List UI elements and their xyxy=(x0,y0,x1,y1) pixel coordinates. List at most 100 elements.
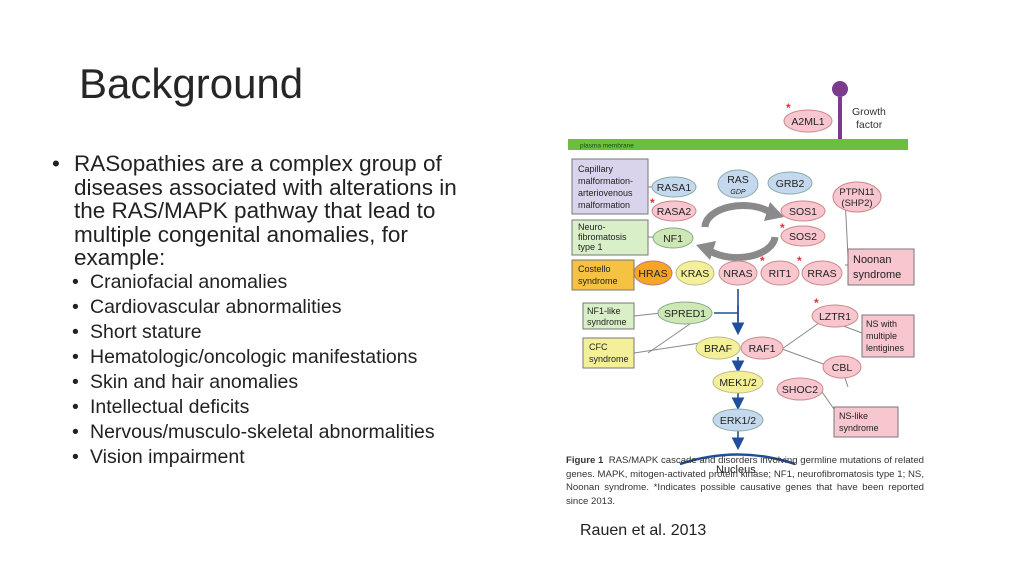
growth-factor-label: factor xyxy=(856,119,883,131)
node-raf1 xyxy=(740,336,784,360)
star-marker: * xyxy=(650,196,655,210)
svg-text:CFC: CFC xyxy=(589,342,608,352)
node-lztr1 xyxy=(811,304,859,328)
activation-cycle-icon xyxy=(701,201,779,262)
svg-text:malformation: malformation xyxy=(578,200,630,210)
node-rras-label: RRAS xyxy=(807,268,836,280)
node-spred1 xyxy=(657,301,713,325)
main-bullet: • RASopathies are a complex group of dis… xyxy=(52,152,492,270)
sub-bullet-item: •Short stature xyxy=(72,320,202,343)
node-kras-label: KRAS xyxy=(681,268,710,280)
svg-text:syndrome: syndrome xyxy=(853,269,901,281)
node-erk12 xyxy=(712,408,764,432)
star-marker: * xyxy=(786,101,791,115)
node-hras-label: HRAS xyxy=(638,268,667,280)
source-credit: Rauen et al. 2013 xyxy=(580,522,707,539)
plasma-membrane xyxy=(568,139,908,150)
plasma-membrane-label: plasma membrane xyxy=(580,143,634,150)
sub-bullet-item: •Vision impairment xyxy=(72,445,245,468)
node-braf-label: BRAF xyxy=(704,343,732,355)
node-gdp-label: GDP xyxy=(730,189,746,196)
receptor-icon xyxy=(832,81,848,139)
svg-text:multiple: multiple xyxy=(866,331,897,341)
node-ptpn11-label: PTPN11 xyxy=(839,187,874,198)
node-sos2 xyxy=(780,225,826,247)
node-ras xyxy=(717,169,759,199)
disorder-costello xyxy=(571,259,635,291)
node-rasa2-label: RASA2 xyxy=(657,206,692,218)
node-nras-label: NRAS xyxy=(723,268,752,280)
svg-text:fibromatosis: fibromatosis xyxy=(578,232,627,242)
slide-title: Background xyxy=(79,60,304,107)
svg-text:NS-like: NS-like xyxy=(839,411,868,421)
figure-label: Figure 1 xyxy=(566,455,604,466)
disorder-noonan xyxy=(847,248,915,286)
node-sos2-label: SOS2 xyxy=(789,231,817,243)
bullet-dot: • xyxy=(52,151,60,176)
node-cbl-label: CBL xyxy=(832,362,853,374)
growth-factor-label: Growth xyxy=(852,106,886,118)
node-shoc2-label: SHOC2 xyxy=(782,384,818,396)
svg-text:syndrome: syndrome xyxy=(578,276,618,286)
svg-text:lentigines: lentigines xyxy=(866,343,905,353)
node-raf1-label: RAF1 xyxy=(749,343,776,355)
nucleus-label: Nucleus xyxy=(716,464,756,476)
node-rasa1-label: RASA1 xyxy=(657,182,692,194)
figure-caption-text: RAS/MAPK cascade and disorders involving… xyxy=(566,455,924,507)
node-nf1 xyxy=(652,227,694,249)
nucleus-membrane xyxy=(679,453,796,466)
node-sos1 xyxy=(780,200,826,222)
svg-text:arteriovenous: arteriovenous xyxy=(578,188,633,198)
node-lztr1-label: LZTR1 xyxy=(819,311,851,323)
svg-text:type 1: type 1 xyxy=(578,242,603,252)
disorder-neurofibromatosis xyxy=(571,219,649,256)
node-braf xyxy=(695,336,741,360)
node-rras xyxy=(801,260,843,286)
svg-text:NS with: NS with xyxy=(866,319,897,329)
sub-bullet-item: •Skin and hair anomalies xyxy=(72,370,299,393)
node-ptpn11-label: (SHP2) xyxy=(841,198,872,209)
svg-text:Neuro-: Neuro- xyxy=(578,222,606,232)
disorder-cfc xyxy=(582,337,635,369)
sub-bullet-item: •Hematologic/oncologic manifestations xyxy=(72,345,418,368)
svg-text:syndrome: syndrome xyxy=(839,423,879,433)
node-grb2 xyxy=(767,171,813,195)
sub-bullet-item: •Craniofacial anomalies xyxy=(72,270,288,293)
sub-bullet-list: •Craniofacial anomalies •Cardiovascular … xyxy=(52,272,492,467)
node-nras xyxy=(718,260,758,286)
cascade-arrows xyxy=(714,289,745,451)
node-rasa2 xyxy=(651,200,697,222)
ras-mapk-pathway-diagram: Growth factor plasma membrane Nucleus xyxy=(568,81,915,476)
node-shoc2 xyxy=(776,377,824,401)
node-nf1-label: NF1 xyxy=(663,233,683,245)
bullet-list: • RASopathies are a complex group of dis… xyxy=(52,152,492,472)
node-erk12-label: ERK1/2 xyxy=(720,415,756,427)
disorder-nf1-like xyxy=(582,302,635,330)
svg-text:malformation-: malformation- xyxy=(578,176,633,186)
sub-bullet-item: •Nervous/musculo-skeletal abnormalities xyxy=(72,420,435,443)
node-cbl xyxy=(822,355,862,379)
star-marker: * xyxy=(797,254,802,268)
star-marker: * xyxy=(780,221,785,235)
sub-bullet-item: •Cardiovascular abnormalities xyxy=(72,295,342,318)
disorder-ns-like xyxy=(833,406,899,438)
node-a2ml1 xyxy=(783,109,833,133)
svg-text:Capillary: Capillary xyxy=(578,164,614,174)
svg-text:NF1-like: NF1-like xyxy=(587,306,621,316)
node-ptpn11 xyxy=(832,181,882,213)
node-kras xyxy=(675,260,715,286)
sub-bullet-item: •Intellectual deficits xyxy=(72,395,250,418)
node-rit1-label: RIT1 xyxy=(769,268,792,280)
disorder-capillary xyxy=(571,158,649,215)
star-marker: * xyxy=(814,296,819,310)
node-rasa1 xyxy=(651,176,697,198)
svg-text:syndrome: syndrome xyxy=(589,354,629,364)
node-rit1 xyxy=(760,260,800,286)
node-grb2-label: GRB2 xyxy=(776,178,805,190)
figure-caption: Figure 1 RAS/MAPK cascade and disorders … xyxy=(566,454,924,508)
svg-text:Costello: Costello xyxy=(578,264,611,274)
node-sos1-label: SOS1 xyxy=(789,206,817,218)
node-ras-label: RAS xyxy=(727,174,749,186)
node-mek12-label: MEK1/2 xyxy=(719,377,757,389)
star-marker: * xyxy=(760,254,765,268)
